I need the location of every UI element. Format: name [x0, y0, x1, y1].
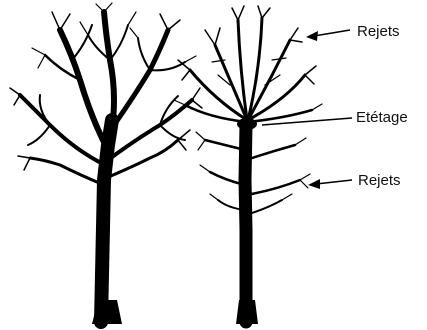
pointer-arrowhead-rejets-bottom	[308, 179, 320, 189]
label-etetage: Etétage	[356, 109, 408, 126]
pointer-line-rejets-bottom	[315, 179, 353, 185]
left-tree-trunk-base	[92, 300, 122, 324]
right-tree	[173, 5, 323, 329]
left-tree	[9, 2, 203, 329]
pointers	[261, 29, 353, 189]
pointer-arrowhead-rejets-top	[306, 31, 318, 41]
label-rejets-top: Rejets	[357, 23, 400, 40]
pointer-line-rejets-top	[313, 29, 351, 37]
label-rejets-bottom: Rejets	[358, 172, 401, 189]
pointer-line-etetage	[261, 117, 353, 126]
right-tree-trunk-base	[236, 300, 258, 324]
right-tree-trunk	[238, 118, 253, 329]
